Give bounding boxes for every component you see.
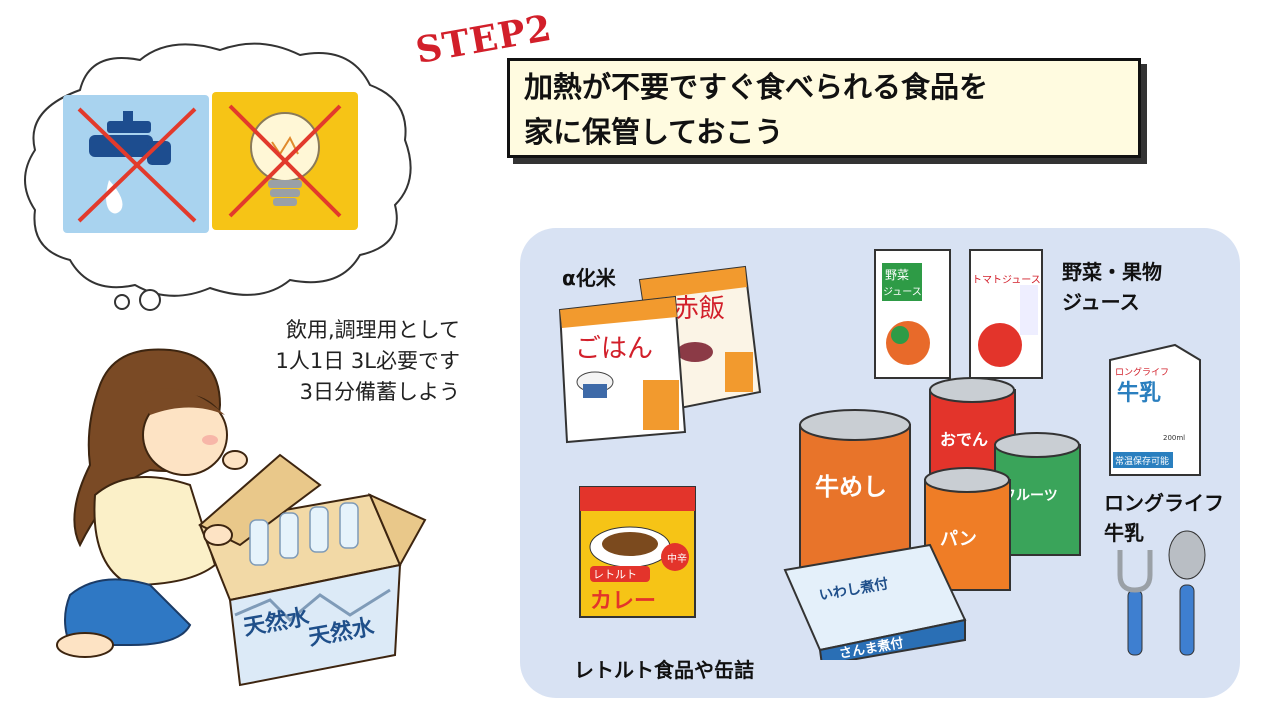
milk-carton-illustration: ロングライフ 牛乳 200ml 常温保存可能 (1109, 343, 1201, 476)
spoon-icon (1168, 530, 1206, 656)
sekihan-text: 赤飯 (673, 294, 725, 324)
label-juice-line1: 野菜・果物 (1062, 260, 1162, 284)
milk-brand-text: ロングライフ (1115, 366, 1169, 378)
rice-bags-illustration: 赤飯 ごはん (558, 265, 762, 444)
label-milk: ロングライフ 牛乳 (1104, 488, 1224, 548)
label-juice-line2: ジュース (1062, 290, 1140, 314)
label-alpha-rice: α化米 (562, 266, 616, 290)
milk-name-text: 牛乳 (1117, 380, 1161, 406)
faucet-icon (77, 107, 197, 223)
water-note-line2: 1人1日 3L必要です (275, 349, 460, 373)
label-juice: 野菜・果物 ジュース (1062, 257, 1162, 317)
label-milk-line1: ロングライフ (1104, 491, 1224, 515)
headline-line2: 家に保管しておこう (524, 115, 784, 149)
milk-note-text: 常温保存可能 (1115, 455, 1169, 467)
curry-spice-text: 中辛 (667, 552, 687, 565)
veg-juice-line1: 野菜 (885, 268, 909, 282)
fork-spoon-illustration (1117, 530, 1206, 656)
tomato-juice-text: トマトジュース (972, 275, 1041, 286)
water-note-line3: 3日分備蓄しよう (299, 380, 460, 404)
gohan-text: ごはん (575, 334, 653, 364)
can-fruits-text: フルーツ (1002, 488, 1058, 504)
power-outage-tile (212, 92, 358, 230)
label-retort: レトルト食品や缶詰 (574, 658, 754, 682)
juice-boxes-illustration: 野菜 ジュース トマトジュース (874, 249, 1043, 379)
headline-box: 加熱が不要ですぐ食べられる食品を 家に保管しておこう (507, 58, 1141, 158)
veg-juice-line2: ジュース (883, 287, 922, 298)
can-gyumeshi-text: 牛めし (815, 473, 887, 501)
fork-icon (1117, 550, 1153, 656)
can-pan-text: パン (940, 529, 977, 550)
label-milk-line2: 牛乳 (1104, 521, 1144, 545)
curry-top-text: レトルト (593, 568, 637, 581)
milk-volume-text: 200ml (1163, 434, 1185, 442)
lightbulb-icon (228, 104, 342, 218)
woman-with-water-box-illustration: 天然水 天然水 (56, 348, 427, 687)
water-outage-tile (63, 95, 209, 233)
canned-food-illustration: おでん フルーツ 牛めし パン いわし煮付 さんま煮付 (783, 377, 1081, 660)
water-note-line1: 飲用,調理用として (285, 318, 460, 342)
curry-name-text: カレー (590, 589, 656, 614)
headline-line1: 加熱が不要ですぐ食べられる食品を (524, 70, 989, 104)
can-oden-text: おでん (940, 430, 988, 449)
retort-curry-illustration: レトルト カレー 中辛 (579, 486, 696, 618)
water-note: 飲用,調理用として 1人1日 3L必要です 3日分備蓄しよう (210, 315, 460, 408)
